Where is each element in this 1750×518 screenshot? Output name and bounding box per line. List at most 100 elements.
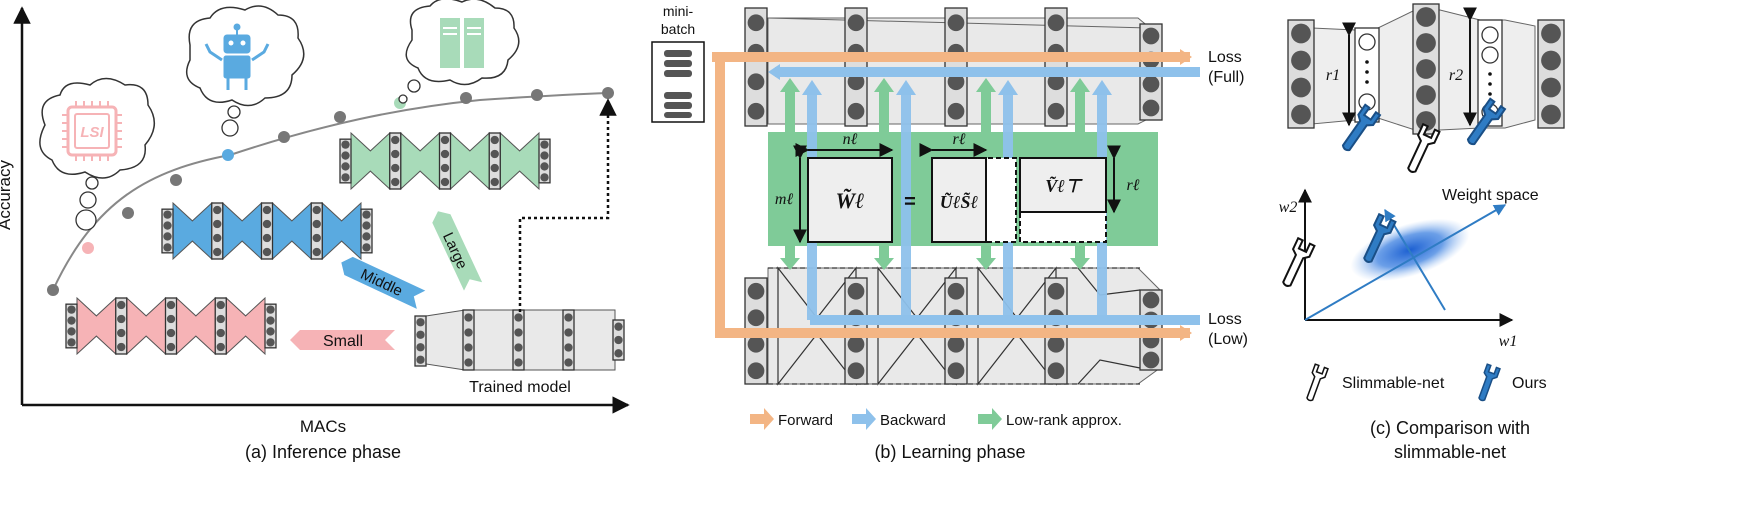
r-top-label: rℓ (953, 131, 966, 148)
neuron (490, 135, 499, 145)
layer-column (161, 208, 174, 254)
caption-b: (b) Learning phase (874, 442, 1025, 462)
neuron (564, 313, 573, 322)
neuron (391, 149, 400, 159)
large-network (339, 131, 551, 191)
layer-column (115, 297, 128, 355)
neuron (1291, 23, 1311, 44)
neuron (117, 300, 126, 310)
m-dim-label: mℓ (775, 191, 794, 208)
neuron (747, 362, 765, 380)
neuron (440, 163, 450, 173)
neuron (163, 232, 172, 241)
neuron (1416, 7, 1436, 27)
neuron (847, 335, 865, 353)
connection (350, 131, 391, 191)
neuron (262, 205, 272, 215)
neuron (166, 342, 176, 352)
neuron (514, 313, 523, 322)
neuron (1047, 282, 1065, 300)
w2-label: w2 (1279, 199, 1298, 216)
layer-column (211, 202, 224, 260)
neuron (266, 305, 275, 314)
layer-column (512, 309, 525, 371)
slim-direction-arrow (1384, 208, 1446, 311)
lowrank-arrow-up (981, 88, 991, 132)
neuron (490, 163, 499, 173)
curve-point (122, 207, 134, 219)
neuron (747, 282, 765, 300)
neuron (166, 314, 176, 324)
curve-point (82, 242, 94, 254)
weight-direction-arrow (1304, 204, 1507, 321)
neuron (1416, 59, 1436, 79)
robot-icon (204, 23, 270, 90)
neuron (266, 327, 275, 336)
neuron (1416, 85, 1436, 105)
trained-network (414, 309, 625, 371)
neuron (464, 313, 473, 322)
minibatch-label-2: batch (661, 21, 695, 37)
neuron (514, 343, 523, 352)
trained-model-label: Trained model (469, 379, 571, 396)
neuron (341, 162, 350, 171)
neuron (362, 221, 371, 230)
neuron (540, 173, 549, 182)
layer-column (744, 7, 768, 127)
neuron (1142, 27, 1160, 45)
backward-arrow (901, 95, 911, 320)
neuron (216, 328, 225, 338)
layer-column (360, 208, 373, 254)
legend-b: Forward Backward Low-rank approx. (750, 408, 1122, 430)
neuron (540, 140, 549, 149)
neuron (614, 322, 623, 331)
neuron (564, 358, 573, 367)
neuron (1291, 50, 1311, 71)
connection (400, 131, 440, 191)
connection (222, 201, 262, 261)
neuron (391, 163, 400, 173)
layer-column (414, 315, 427, 367)
neuron (464, 343, 473, 352)
neuron (362, 243, 371, 252)
neuron (117, 342, 126, 352)
neuron (1142, 351, 1160, 369)
neuron (67, 338, 76, 347)
neuron (262, 247, 272, 257)
caption-c-1: (c) Comparison with (1370, 418, 1530, 438)
neuron (564, 343, 573, 352)
minibatch-label-1: mini- (663, 3, 694, 19)
wrench-slim-plot-icon (1276, 237, 1316, 291)
neuron (947, 102, 965, 120)
middle-arrow: Middle (341, 256, 426, 309)
neuron (213, 247, 222, 257)
layer-column (462, 309, 475, 371)
r-side-label: rℓ (1127, 177, 1140, 194)
dotted-path (518, 98, 617, 312)
us-matrix (931, 157, 987, 243)
neuron (1541, 104, 1561, 125)
neuron (490, 177, 499, 187)
neuron (947, 335, 965, 353)
connection (176, 296, 216, 356)
neuron (216, 300, 225, 310)
neuron (362, 232, 371, 241)
curve-point (170, 174, 182, 186)
minibatch-icon (651, 41, 705, 123)
loss-full-2: (Full) (1208, 69, 1244, 86)
layer-column (260, 202, 274, 260)
layer-column (310, 202, 323, 260)
wrench-legend-ours-icon (1474, 363, 1501, 404)
connection (172, 201, 213, 261)
neuron (847, 362, 865, 380)
curve-points (47, 87, 614, 296)
neuron (847, 282, 865, 300)
neuron (213, 205, 222, 215)
neuron (564, 328, 573, 337)
neuron (312, 219, 321, 229)
wrench-legend-slim-icon (1302, 363, 1329, 404)
neuron (747, 102, 765, 120)
neuron (1047, 102, 1065, 120)
neuron (416, 343, 425, 352)
connection (272, 201, 312, 261)
